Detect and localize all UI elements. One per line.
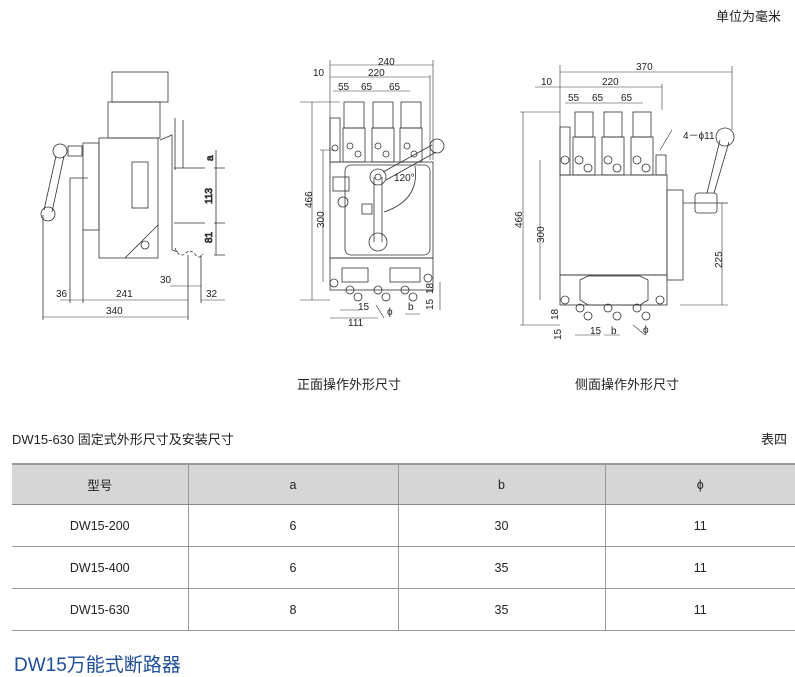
side-view-drawing: 370 10 220 55 65 65 4－ϕ11 466 300 225 18… [514,62,735,340]
dimension-label: b [611,326,617,337]
table-row: DW15-630 8 35 11 [12,588,795,631]
front-view-drawing: 240 10 220 55 65 65 120° 466 300 15 ϕ b … [300,57,445,329]
table-number: 表四 [760,432,787,447]
header-a: a [188,463,399,505]
header-phi: ϕ [605,463,795,505]
cell-b: 30 [398,504,606,547]
cell-model: DW15-200 [12,504,189,547]
dimension-label: 65 [361,82,373,93]
dimension-label: 18 [550,308,561,320]
dimension-label: 81 [204,231,215,243]
dimension-label: b [408,302,414,313]
dimension-label: 65 [592,93,604,104]
dimension-label: 32 [206,289,218,300]
cell-a: 6 [188,546,399,589]
table-title: DW15-630 固定式外形尺寸及安装尺寸 [12,432,234,447]
table-header-row: 型号 a b ϕ [12,463,795,505]
dimension-label: 15 [553,328,564,340]
dimension-label: 466 [304,191,315,208]
dimension-label: 300 [536,226,547,243]
dimension-label: 10 [313,68,325,79]
dimension-label: 55 [568,93,580,104]
dimension-label: 466 [514,211,525,228]
cell-phi: 11 [605,546,795,589]
dimension-label: 65 [389,82,401,93]
dimensions-table: 型号 a b ϕ DW15-200 6 30 11 DW15-400 6 35 … [12,463,795,631]
dimension-label: 300 [316,211,327,228]
cell-model: DW15-630 [12,588,189,631]
dimension-label: a [205,155,216,161]
side-view-caption: 侧面操作外形尺寸 [575,377,680,392]
cell-b: 35 [398,588,606,631]
dimension-label: ϕ [643,325,649,336]
header-b: b [398,463,606,505]
section-title: DW15万能式断路器 [14,655,181,676]
cell-model: DW15-400 [12,546,189,589]
dimension-label: 220 [602,77,619,88]
dimension-label: 340 [106,306,123,317]
dimension-label: 15 [590,326,602,337]
dimension-label: 65 [621,93,633,104]
dimension-label: 225 [714,251,725,268]
unit-note: 单位为毫米 [715,9,781,24]
dimension-label: 10 [541,77,553,88]
dimension-label: 15 [358,302,370,313]
dimension-label: 241 [116,289,133,300]
front-view-caption: 正面操作外形尺寸 [297,377,402,392]
dimension-label: 30 [160,275,172,286]
header-model: 型号 [12,463,189,505]
dimension-label: 4－ϕ11 [683,131,715,142]
cell-phi: 11 [605,588,795,631]
cell-b: 35 [398,546,606,589]
left-view-drawing: a 113 81 30 36 241 32 340 [40,71,225,320]
dimension-label: 120° [394,173,415,184]
dimension-label: 240 [378,57,395,68]
dimension-label: 370 [636,62,653,73]
dimension-label: 36 [56,289,68,300]
dimension-label: 113 [204,188,215,204]
cell-a: 8 [188,588,399,631]
dimension-label: 18 [425,282,436,294]
dimension-label: 15 [425,298,436,310]
cell-a: 6 [188,504,399,547]
dimension-label: 111 [348,318,364,329]
dimension-label: 220 [368,68,385,79]
dimension-label: ϕ [387,307,393,318]
table-row: DW15-200 6 30 11 [12,504,795,547]
cell-phi: 11 [605,504,795,547]
table-row: DW15-400 6 35 11 [12,546,795,589]
technical-drawings: a 113 81 30 36 241 32 340 240 10 220 [40,57,735,340]
dimension-label: 55 [338,82,350,93]
